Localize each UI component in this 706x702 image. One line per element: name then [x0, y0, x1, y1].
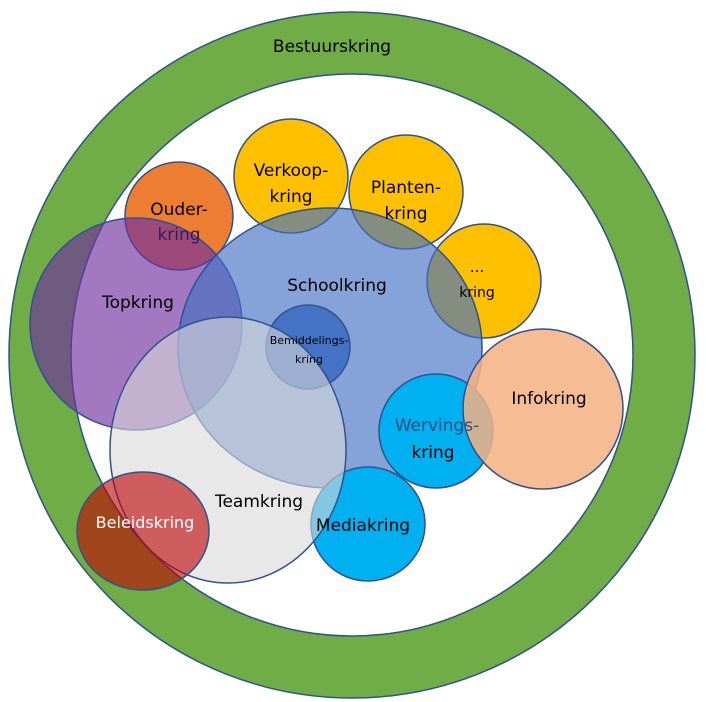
overige-kring-label-2: kring — [459, 285, 495, 301]
mediakring-label: Mediakring — [316, 516, 410, 536]
teamkring-label: Teamkring — [214, 492, 303, 512]
beleidskring-circle — [76, 471, 210, 591]
ouderkring-label-1: Ouder- — [150, 200, 207, 220]
schoolkring-label: Schoolkring — [287, 276, 387, 296]
verkoopkring-label-1: Verkoop- — [254, 161, 329, 181]
beleidskring-label: Beleidskring — [96, 513, 195, 532]
infokring-label: Infokring — [511, 389, 586, 409]
topkring-label: Topkring — [101, 293, 174, 313]
wervingskring-label-2: kring — [411, 443, 454, 463]
overige-kring-label-1: ... — [470, 258, 484, 276]
bestuurskring-outer-edge — [8, 11, 696, 699]
plantenkring-label-1: Planten- — [371, 178, 441, 198]
bemiddelingskring-label-2: kring — [295, 353, 323, 366]
verkoopkring-label-2: kring — [269, 187, 312, 207]
bestuurskring-label: Bestuurskring — [273, 37, 391, 57]
bemiddelingskring-label-1: Bemiddelings- — [270, 334, 349, 347]
ouderkring-label-2: kring — [157, 225, 200, 245]
plantenkring-label-2: kring — [384, 204, 427, 224]
infokring-circle — [462, 328, 624, 490]
wervingskring-label-1: Wervings- — [395, 416, 480, 436]
